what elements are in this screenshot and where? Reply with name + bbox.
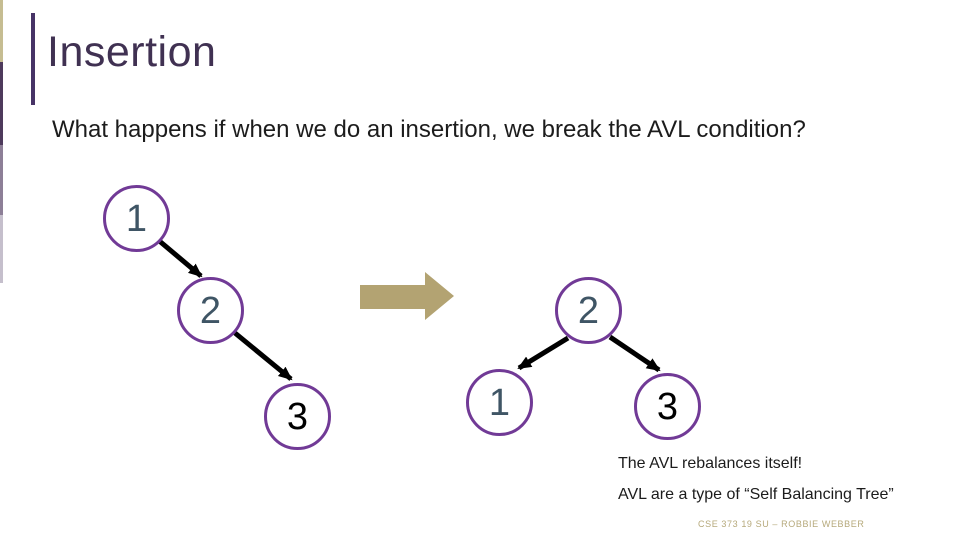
- edge-left-2-3: [233, 331, 293, 381]
- edge-accent-light: [0, 215, 3, 283]
- node-label: 2: [577, 289, 600, 332]
- node-label: 1: [488, 381, 511, 424]
- tree-node: 3: [634, 373, 701, 440]
- slide-title: Insertion: [47, 28, 217, 76]
- question-text: What happens if when we do an insertion,…: [52, 116, 806, 143]
- transform-right-arrow-icon: [360, 272, 454, 320]
- note-rebalance: The AVL rebalances itself!: [618, 455, 803, 472]
- node-label: 1: [125, 197, 148, 240]
- tree-node: 1: [103, 185, 170, 252]
- tree-node: 2: [555, 277, 622, 344]
- note-self-balancing: AVL are a type of “Self Balancing Tree”: [618, 486, 894, 503]
- edge-accent-tan: [0, 0, 3, 62]
- edge-accent-medium: [0, 145, 3, 215]
- tree-node: 1: [466, 369, 533, 436]
- edge-left-1-2: [155, 237, 203, 278]
- node-label: 2: [199, 289, 222, 332]
- edge-right-2-1: [517, 335, 570, 371]
- node-label: 3: [656, 385, 679, 428]
- title-accent-bar: [31, 13, 35, 105]
- node-label: 3: [286, 395, 309, 438]
- tree-node: 3: [264, 383, 331, 450]
- edge-right-2-3: [608, 334, 661, 373]
- edge-accent-dark: [0, 62, 3, 145]
- tree-node: 2: [177, 277, 244, 344]
- slide-footer: CSE 373 19 SU – ROBBIE WEBBER: [698, 519, 865, 529]
